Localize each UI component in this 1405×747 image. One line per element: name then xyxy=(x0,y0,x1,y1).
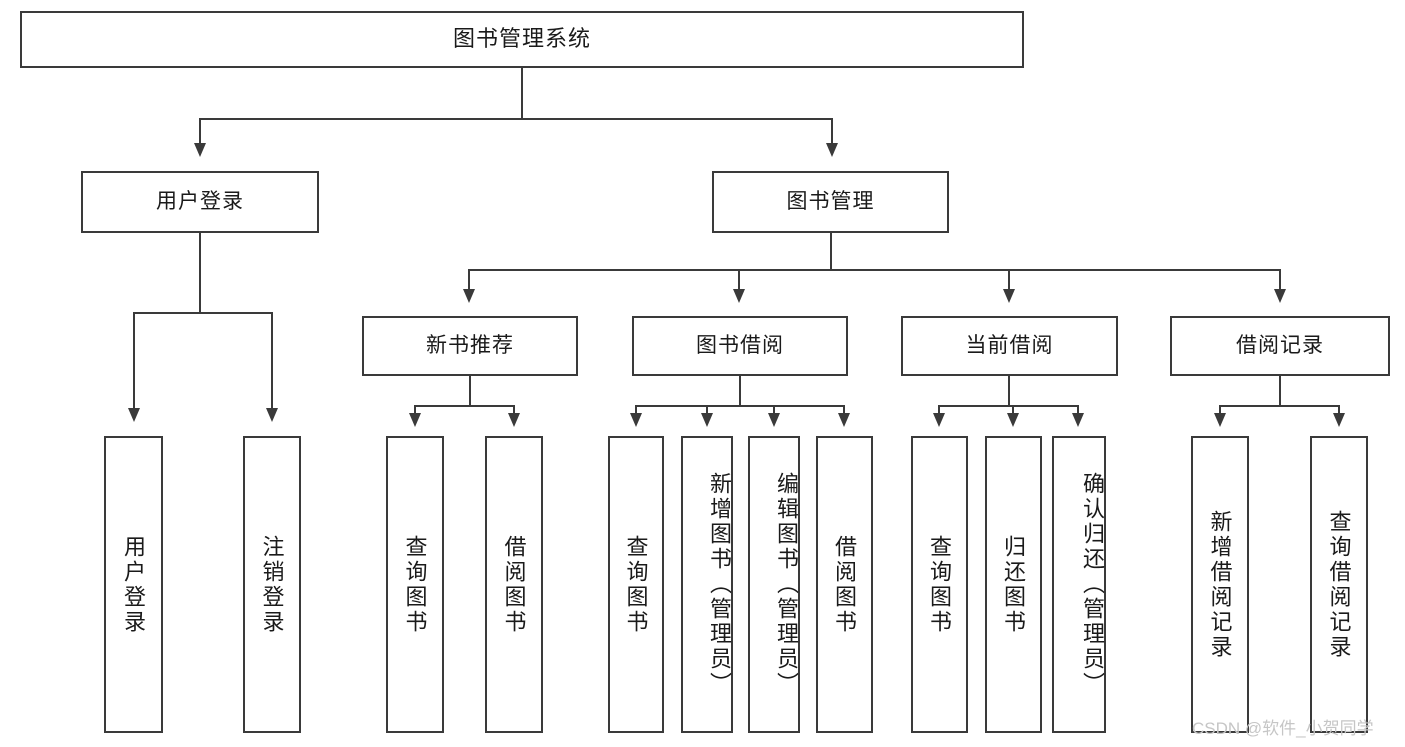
arrowhead-leaf-user-login xyxy=(128,408,140,422)
edge-borrow-record-bus xyxy=(1219,405,1339,407)
node-leaf-confirm-return-admin[interactable]: 确认归还（管理员） xyxy=(1052,436,1106,733)
edge-book-borrow-bus xyxy=(635,405,845,407)
edge-bm-to-book-borrow xyxy=(738,269,740,291)
arrowhead-borrow-record xyxy=(1274,289,1286,303)
edge-bb-to-leaf-3 xyxy=(773,405,775,415)
arrowhead-book-borrow xyxy=(733,289,745,303)
edge-new-book-stem xyxy=(469,376,471,406)
node-leaf-add-borrow-record[interactable]: 新增借阅记录 xyxy=(1191,436,1249,733)
edge-new-book-to-leaf-2 xyxy=(513,405,515,415)
edge-br-to-leaf-1 xyxy=(1219,405,1221,415)
node-leaf-user-login[interactable]: 用户登录 xyxy=(104,436,163,733)
edge-book-management-bus xyxy=(468,269,1281,271)
node-leaf-borrow-book-2[interactable]: 借阅图书 xyxy=(816,436,873,733)
arrowhead-leaf-add-book-admin xyxy=(701,413,713,427)
edge-root-bus xyxy=(199,118,833,120)
arrowhead-leaf-query-book-2 xyxy=(630,413,642,427)
edge-root-stem xyxy=(521,68,523,119)
arrowhead-leaf-query-book-3 xyxy=(933,413,945,427)
edge-bb-to-leaf-1 xyxy=(635,405,637,415)
node-leaf-query-book-2[interactable]: 查询图书 xyxy=(608,436,664,733)
edge-cb-to-leaf-2 xyxy=(1012,405,1014,415)
node-leaf-return-book[interactable]: 归还图书 xyxy=(985,436,1042,733)
edge-bm-to-borrow-record xyxy=(1279,269,1281,291)
edge-br-to-leaf-2 xyxy=(1338,405,1340,415)
edge-user-login-stem xyxy=(199,233,201,313)
edge-current-borrow-stem xyxy=(1008,376,1010,406)
arrowhead-leaf-query-borrow-record xyxy=(1333,413,1345,427)
node-current-borrow[interactable]: 当前借阅 xyxy=(901,316,1118,376)
edge-bm-to-new-book xyxy=(468,269,470,291)
node-borrow-record[interactable]: 借阅记录 xyxy=(1170,316,1390,376)
node-leaf-add-book-admin[interactable]: 新增图书（管理员） xyxy=(681,436,733,733)
edge-root-to-user-login xyxy=(199,118,201,146)
arrowhead-leaf-logout-login xyxy=(266,408,278,422)
arrowhead-leaf-edit-book-admin xyxy=(768,413,780,427)
arrowhead-leaf-confirm-return-admin xyxy=(1072,413,1084,427)
edge-cb-to-leaf-1 xyxy=(938,405,940,415)
edge-user-login-bus xyxy=(133,312,272,314)
edge-book-borrow-stem xyxy=(739,376,741,406)
node-leaf-query-borrow-record[interactable]: 查询借阅记录 xyxy=(1310,436,1368,733)
edge-bb-to-leaf-4 xyxy=(843,405,845,415)
edge-book-management-stem xyxy=(830,233,832,270)
edge-cb-to-leaf-3 xyxy=(1077,405,1079,415)
arrowhead-book-management xyxy=(826,143,838,157)
node-book-borrow[interactable]: 图书借阅 xyxy=(632,316,848,376)
edge-bm-to-current-borrow xyxy=(1008,269,1010,291)
arrowhead-leaf-add-borrow-record xyxy=(1214,413,1226,427)
arrowhead-new-book-recommend xyxy=(463,289,475,303)
node-root-system[interactable]: 图书管理系统 xyxy=(20,11,1024,68)
node-book-management[interactable]: 图书管理 xyxy=(712,171,949,233)
edge-user-login-to-leaf-2 xyxy=(271,312,273,410)
node-leaf-borrow-book-1[interactable]: 借阅图书 xyxy=(485,436,543,733)
arrowhead-leaf-query-book-1 xyxy=(409,413,421,427)
node-leaf-logout-login[interactable]: 注销登录 xyxy=(243,436,301,733)
edge-root-to-book-management xyxy=(831,118,833,146)
arrowhead-leaf-return-book xyxy=(1007,413,1019,427)
node-leaf-query-book-3[interactable]: 查询图书 xyxy=(911,436,968,733)
edge-bb-to-leaf-2 xyxy=(706,405,708,415)
arrowhead-leaf-borrow-book-2 xyxy=(838,413,850,427)
edge-new-book-to-leaf-1 xyxy=(414,405,416,415)
node-leaf-query-book-1[interactable]: 查询图书 xyxy=(386,436,444,733)
arrowhead-user-login xyxy=(194,143,206,157)
csdn-watermark: CSDN @软件_小贺同学 xyxy=(1192,719,1374,738)
arrowhead-leaf-borrow-book-1 xyxy=(508,413,520,427)
edge-user-login-to-leaf-1 xyxy=(133,312,135,410)
edge-current-borrow-bus xyxy=(938,405,1078,407)
node-user-login[interactable]: 用户登录 xyxy=(81,171,319,233)
edge-new-book-bus xyxy=(414,405,515,407)
node-new-book-recommend[interactable]: 新书推荐 xyxy=(362,316,578,376)
arrowhead-current-borrow xyxy=(1003,289,1015,303)
node-leaf-edit-book-admin[interactable]: 编辑图书（管理员） xyxy=(748,436,800,733)
edge-borrow-record-stem xyxy=(1279,376,1281,406)
